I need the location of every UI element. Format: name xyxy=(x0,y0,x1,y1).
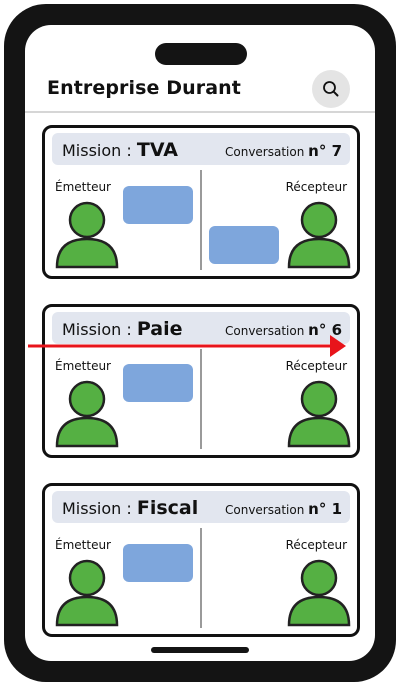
mission-card[interactable]: Mission : Paie Conversation n° 6 Émetteu… xyxy=(42,304,360,458)
emitter-avatar-icon xyxy=(55,559,119,627)
phone-screen: Entreprise Durant Mission : TVA Conversa… xyxy=(25,25,375,661)
receiver-label: Récepteur xyxy=(285,359,347,373)
emitter-avatar-icon xyxy=(55,380,119,448)
receiver-avatar-icon xyxy=(287,201,351,269)
mission-card[interactable]: Mission : TVA Conversation n° 7 Émetteur… xyxy=(42,125,360,279)
phone-frame: Entreprise Durant Mission : TVA Conversa… xyxy=(4,4,396,682)
app-title: Entreprise Durant xyxy=(47,77,241,99)
card-divider xyxy=(200,170,202,270)
emitter-avatar-icon xyxy=(55,201,119,269)
emitter-label: Émetteur xyxy=(55,359,111,373)
emitter-message-bubble[interactable] xyxy=(123,544,193,582)
card-header: Mission : Fiscal Conversation n° 1 xyxy=(52,491,350,523)
conversation-number: Conversation n° 1 xyxy=(225,500,342,518)
receiver-label: Récepteur xyxy=(285,538,347,552)
emitter-message-bubble[interactable] xyxy=(123,186,193,224)
red-arrow-icon xyxy=(28,335,346,357)
conversation-number: Conversation n° 6 xyxy=(225,321,342,339)
mission-title: Mission : Fiscal xyxy=(62,497,199,519)
header-divider xyxy=(25,111,375,113)
card-divider xyxy=(200,349,202,449)
search-button[interactable] xyxy=(312,70,350,108)
card-header: Mission : TVA Conversation n° 7 xyxy=(52,133,350,165)
home-indicator[interactable] xyxy=(151,647,249,653)
card-header: Mission : Paie Conversation n° 6 xyxy=(52,312,350,344)
conversation-number: Conversation n° 7 xyxy=(225,142,342,160)
receiver-label: Récepteur xyxy=(285,180,347,194)
mission-title: Mission : TVA xyxy=(62,139,178,161)
mission-name: TVA xyxy=(136,139,178,161)
card-divider xyxy=(200,528,202,628)
receiver-avatar-icon xyxy=(287,559,351,627)
search-icon xyxy=(323,81,339,97)
mission-name: Fiscal xyxy=(136,497,199,519)
mission-card[interactable]: Mission : Fiscal Conversation n° 1 Émett… xyxy=(42,483,360,637)
mission-title: Mission : Paie xyxy=(62,318,183,340)
emitter-label: Émetteur xyxy=(55,180,111,194)
emitter-label: Émetteur xyxy=(55,538,111,552)
receiver-message-bubble[interactable] xyxy=(209,226,279,264)
receiver-avatar-icon xyxy=(287,380,351,448)
emitter-message-bubble[interactable] xyxy=(123,364,193,402)
phone-notch xyxy=(155,43,247,65)
mission-name: Paie xyxy=(136,318,183,340)
